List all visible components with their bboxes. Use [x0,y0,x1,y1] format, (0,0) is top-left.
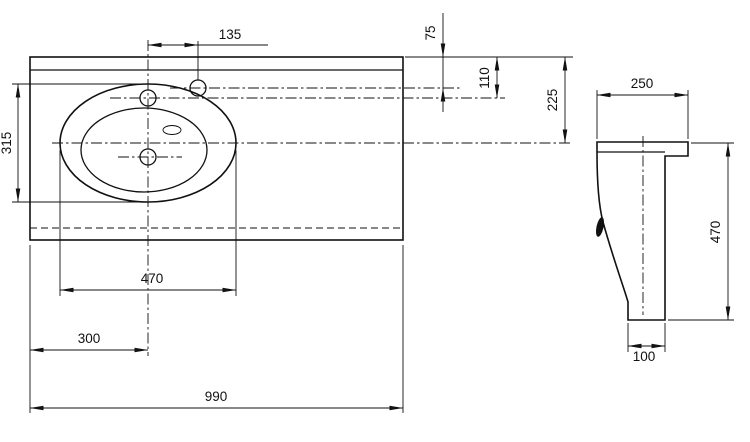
overflow-slot [162,125,182,135]
dim-hole-spacing: 135 [147,27,268,48]
dim-label-75: 75 [423,25,438,40]
dim-label-470-side: 470 [708,221,723,244]
dim-basin-length: 470 [59,271,237,293]
dim-label-225: 225 [545,89,560,112]
dim-label-300: 300 [78,331,101,346]
side-overflow-mark [595,217,605,237]
dim-basin-axis-from-left: 300 [29,331,149,353]
dim-basin-width: 315 [0,83,21,203]
basin-inner-oval [80,107,208,193]
dim-side-depth: 250 [596,76,689,98]
dim-label-250: 250 [631,76,654,91]
side-view: 250 470 100 [595,76,734,364]
dim-label-100: 100 [633,349,656,364]
dim-foot-depth: 100 [627,343,666,364]
dim-side-height: 470 [708,142,731,321]
dim-basin-axis-offset: 225 [545,56,568,144]
dim-overall-length: 990 [29,389,404,411]
dim-right-hole-offset: 75 [423,13,446,112]
countertop-outline [29,56,404,241]
dim-label-990: 990 [205,389,228,404]
dim-label-470-plan: 470 [141,271,164,286]
side-profile-outline [596,141,689,321]
dim-label-315: 315 [0,132,14,155]
dim-label-135: 135 [219,27,242,42]
plan-view: 135 75 110 225 315 470 [0,13,573,413]
dim-left-hole-offset: 110 [477,56,500,99]
dim-label-110: 110 [477,67,492,89]
